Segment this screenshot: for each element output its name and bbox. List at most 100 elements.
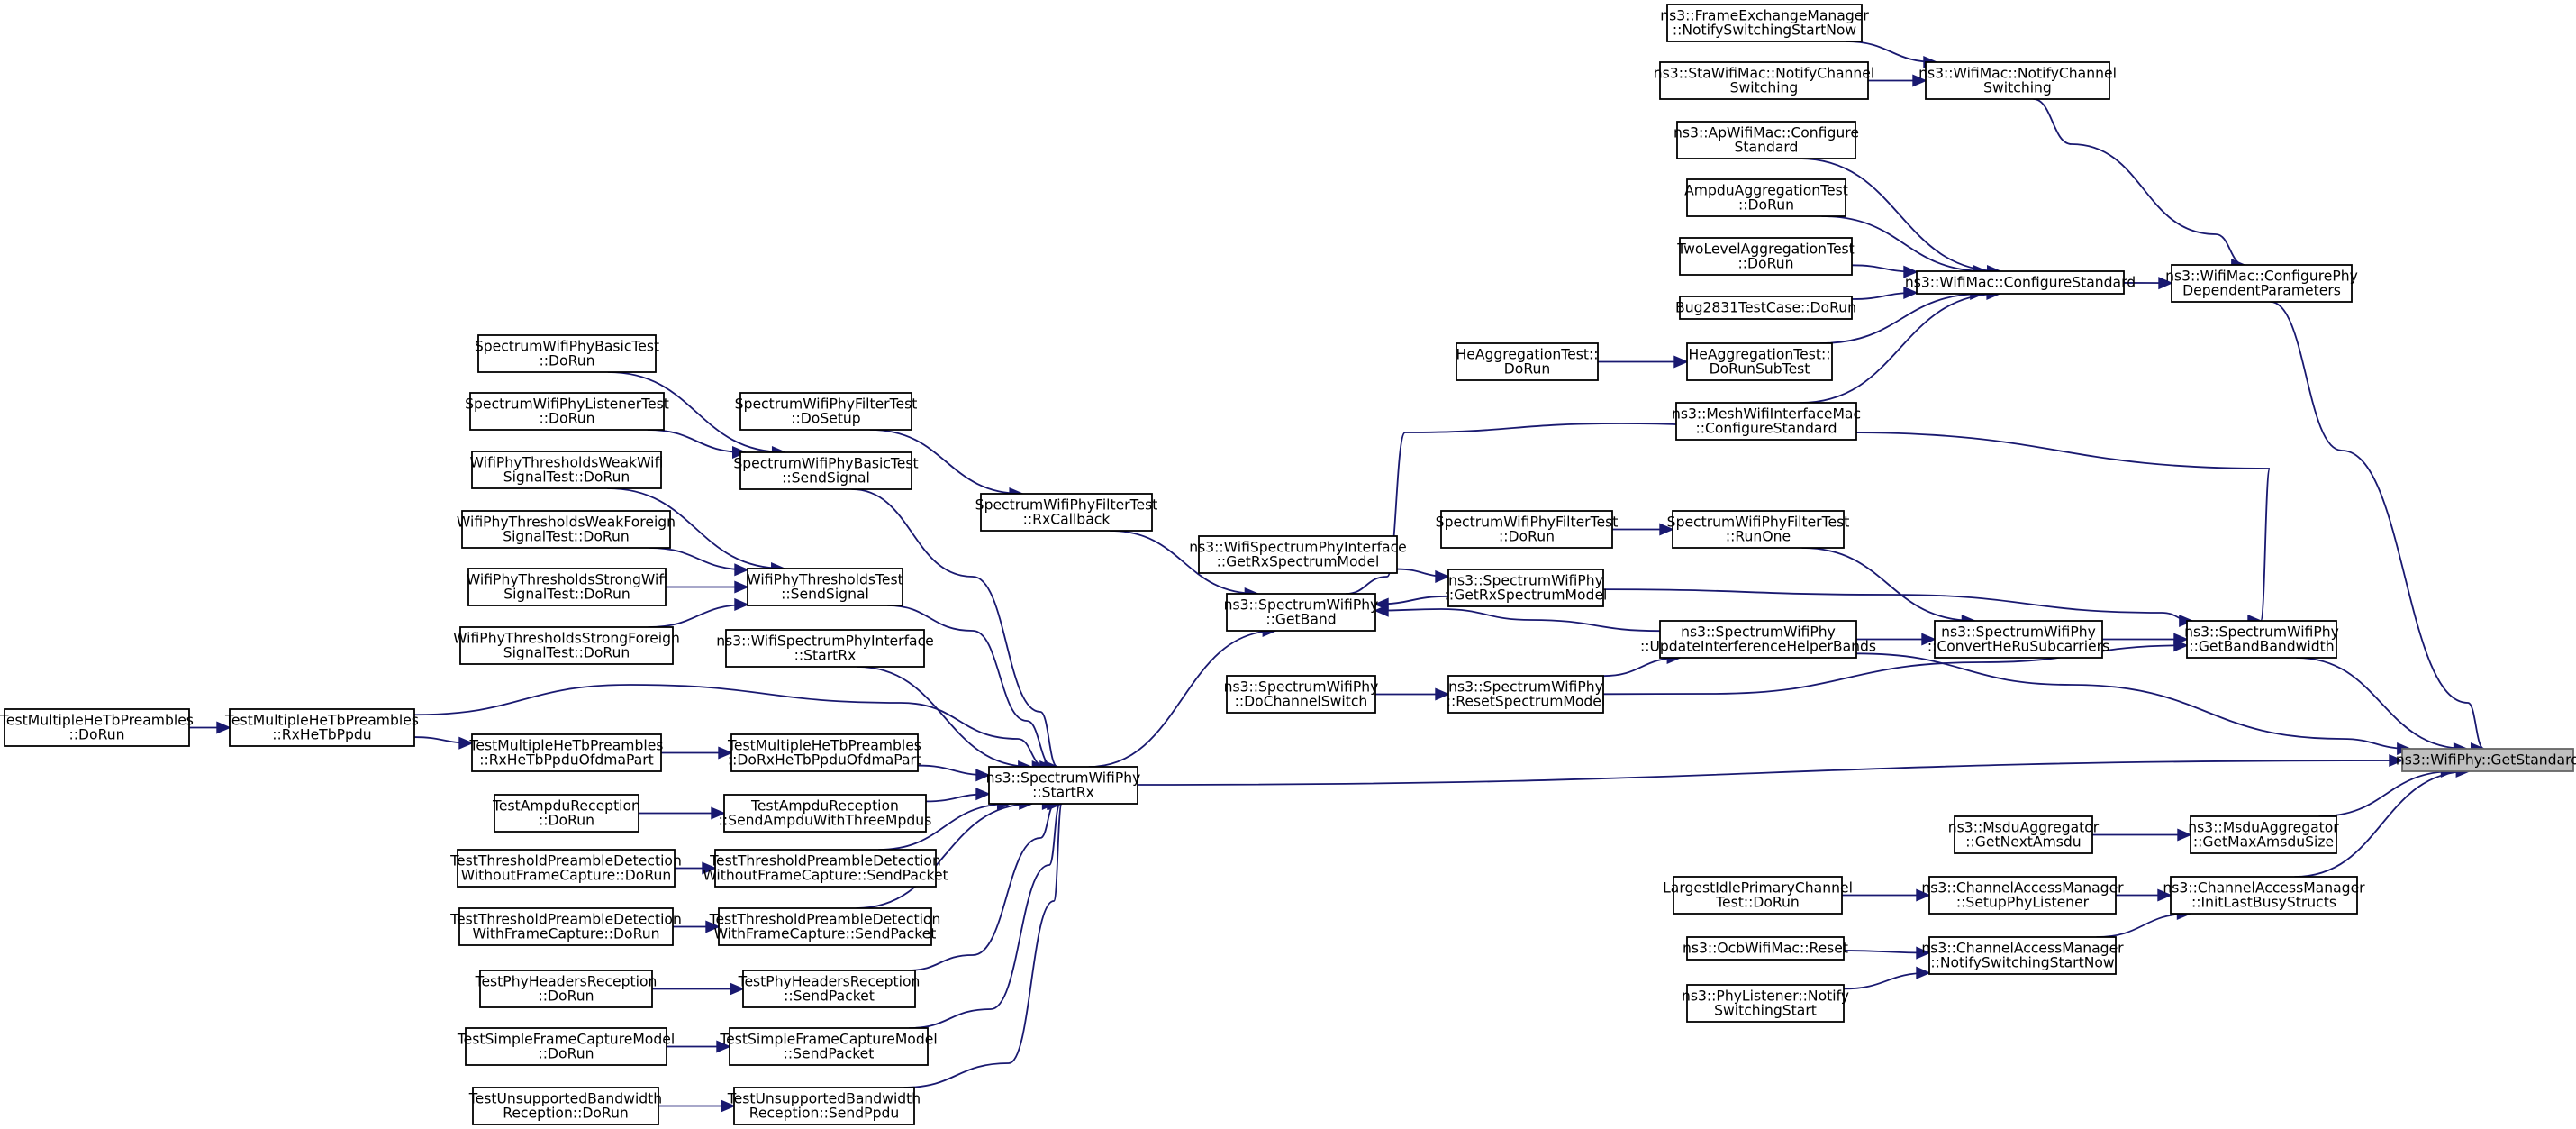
function-node-ap-config[interactable]: ns3::ApWifiMac::ConfigureStandard [1673,121,1859,159]
node-box [2401,748,2574,772]
function-node-tb-dorxofdma[interactable]: TestMultipleHeTbPreambles::DoRxHeTbPpduO… [727,733,921,772]
function-node-ocb-reset[interactable]: ns3::OcbWifiMac::Reset [1683,936,1848,961]
function-node-filter-rxcb[interactable]: SpectrumWifiPhyFilterTest::RxCallback [975,493,1158,532]
node-box [1440,510,1613,549]
function-node-tb-rxofdma[interactable]: TestMultipleHeTbPreambles::RxHeTbPpduOfd… [469,733,664,772]
edge-line [857,666,1031,768]
edge-cam_setup-to-cam_init [2115,888,2172,902]
function-node-hdr-dorun[interactable]: TestPhyHeadersReception::DoRun [475,970,658,1008]
node-box [1686,178,1846,217]
function-node-filter-dosetup[interactable]: SpectrumWifiPhyFilterTest::DoSetup [735,392,918,431]
node-label-line: Test::DoRun [1715,895,1800,911]
function-node-listener-dorun[interactable]: SpectrumWifiPhyListenerTest::DoRun [465,392,669,431]
edge-listener_dorun-to-basic_send [647,429,748,460]
function-node-basic-send[interactable]: SpectrumWifiPhyBasicTest::SendSignal [733,451,919,490]
arrowhead [734,563,749,577]
node-label-line: ns3::SpectrumWifiPhy [1224,679,1379,696]
function-node-cam-init[interactable]: ns3::ChannelAccessManager::InitLastBusyS… [2163,876,2365,915]
function-node-mac-config[interactable]: ns3::WifiMac::ConfigureStandard [1905,270,2136,295]
node-box [739,451,912,490]
function-node-mac-phydep[interactable]: ns3::WifiMac::ConfigurePhyDependentParam… [2165,264,2358,303]
function-node-heagg-dorun[interactable]: HeAggregationTest::DoRun [1456,342,1599,381]
function-node-swp-getrx[interactable]: ns3::SpectrumWifiPhy::GetRxSpectrumModel [1445,569,1608,607]
arrowhead [2158,277,2173,290]
function-node-basic-dorun[interactable]: SpectrumWifiPhyBasicTest::DoRun [475,334,659,373]
function-node-swp-startrx[interactable]: ns3::SpectrumWifiPhy::StartRx [986,766,1141,805]
function-node-cam-setup[interactable]: ns3::ChannelAccessManager::SetupPhyListe… [1921,876,2124,915]
node-label-line: TestMultipleHeTbPreambles [727,738,921,754]
function-node-swp-reset[interactable]: ns3::SpectrumWifiPhy::ResetSpectrumModel [1447,675,1605,714]
function-node-filter-runone[interactable]: SpectrumWifiPhyFilterTest::RunOne [1667,510,1850,549]
edge-wofc_dorun-to-wofc_send [674,861,717,875]
node-label-line: ns3::WifiMac::ConfigureStandard [1905,275,2136,291]
edge-line [607,487,785,569]
function-node-sfc-dorun[interactable]: TestSimpleFrameCaptureModel::DoRun [457,1027,675,1066]
function-node-swp-dochan[interactable]: ns3::SpectrumWifiPhy::DoChannelSwitch [1224,675,1379,714]
function-node-weakwifi[interactable]: WifiPhyThresholdsWeakWifiSignalTest::DoR… [470,451,664,489]
node-label-line: TestUnsupportedBandwidth [727,1091,921,1107]
function-node-swp-getband[interactable]: ns3::SpectrumWifiPhy::GetBand [1224,593,1379,632]
function-node-wofc-send[interactable]: TestThresholdPreambleDetectionWithoutFra… [703,849,948,888]
function-node-tb-dorun[interactable]: TestMultipleHeTbPreambles::DoRun [0,708,194,747]
root-function-node[interactable]: ns3::WifiPhy::GetStandard [2396,748,2576,772]
function-node-wfc-dorun[interactable]: TestThresholdPreambleDetectionWithFrameC… [449,907,682,946]
function-node-pl-notify[interactable]: ns3::PhyListener::NotifySwitchingStart [1682,984,1849,1023]
function-node-filter-dorun[interactable]: SpectrumWifiPhyFilterTest::DoRun [1436,510,1619,549]
function-node-iface-getrx[interactable]: ns3::WifiSpectrumPhyInterface::GetRxSpec… [1189,535,1407,574]
edge-line [2033,98,2245,266]
function-node-tb-rxpdu[interactable]: TestMultipleHeTbPreambles::RxHeTbPpdu [224,708,419,747]
node-label-line: TestUnsupportedBandwidth [468,1091,662,1107]
node-label-line: WifiPhyThresholdsTest [747,572,903,588]
arrowhead [1916,946,1931,960]
function-node-sfc-send[interactable]: TestSimpleFrameCaptureModel::SendPacket [719,1027,938,1066]
function-node-cam-notify[interactable]: ns3::ChannelAccessManager::NotifySwitchi… [1921,936,2124,975]
function-node-wfc-send[interactable]: TestThresholdPreambleDetectionWithFrameC… [709,907,941,946]
function-node-msdu-next[interactable]: ns3::MsduAggregator::GetNextAmsdu [1948,815,2100,854]
node-label-line: WifiPhyThresholdsStrongWifi [467,572,667,588]
node-label-line: ns3::ChannelAccessManager [1921,880,2124,897]
edge-ampdurx_dorun-to-ampdurx_send [638,806,726,820]
function-node-swp-convert[interactable]: ns3::SpectrumWifiPhy::ConvertHeRuSubcarr… [1927,620,2109,659]
function-node-iface-startrx[interactable]: ns3::WifiSpectrumPhyInterface::StartRx [716,629,934,668]
function-node-strongforeign[interactable]: WifiPhyThresholdsStrongForeignSignalTest… [453,626,680,665]
node-box [729,1027,929,1066]
function-node-twolevel[interactable]: TwoLevelAggregationTest::DoRun [1676,237,1855,276]
node-box [723,794,927,833]
arrowhead [705,920,721,933]
node-box [2170,876,2358,915]
edge-line [1801,547,1975,622]
node-box [461,510,671,549]
node-label-line: TestAmpduReception [492,798,640,815]
function-node-ampdurx-send[interactable]: TestAmpduReception::SendAmpduWithThreeMp… [719,794,932,833]
node-box [1928,876,2117,915]
node-box [1679,237,1853,276]
node-box [1456,342,1599,381]
node-box [725,629,925,668]
function-node-msdu-max[interactable]: ns3::MsduAggregator::GetMaxAmsduSize [2188,815,2339,854]
function-node-ampdurx-dorun[interactable]: TestAmpduReception::DoRun [492,794,640,833]
edge-line [907,803,1056,971]
function-node-weakforeign[interactable]: WifiPhyThresholdsWeakForeignSignalTest::… [457,510,676,549]
function-node-heagg-sub[interactable]: HeAggregationTest::DoRunSubTest [1686,342,1833,381]
edge-line [869,429,1023,495]
function-node-swp-getbw[interactable]: ns3::SpectrumWifiPhy::GetBandBandwidth [2184,620,2339,659]
node-label-line: ::StartRx [1032,785,1094,801]
function-node-ampdu-agg[interactable]: AmpduAggregationTest::DoRun [1684,178,1848,217]
function-node-fem-notify[interactable]: ns3::FrameExchangeManager::NotifySwitchi… [1660,4,1869,42]
node-label-line: TestPhyHeadersReception [475,974,658,990]
function-node-bug2831[interactable]: Bug2831TestCase::DoRun [1675,296,1856,320]
function-node-swp-update[interactable]: ns3::SpectrumWifiPhy::UpdateInterference… [1640,620,1876,659]
function-node-wofc-dorun[interactable]: TestThresholdPreambleDetectionWithoutFra… [449,849,682,888]
node-box [739,392,912,431]
function-node-mesh-config[interactable]: ns3::MeshWifiInterfaceMac::ConfigureStan… [1672,402,1861,441]
function-node-hdr-send[interactable]: TestPhyHeadersReception::SendPacket [738,970,921,1008]
node-box [1686,342,1833,381]
function-node-strongwifi[interactable]: WifiPhyThresholdsStrongWifiSignalTest::D… [467,568,667,606]
function-node-ubw-send[interactable]: TestUnsupportedBandwidthReception::SendP… [727,1087,921,1125]
function-node-thr-send[interactable]: WifiPhyThresholdsTest::SendSignal [747,568,903,606]
